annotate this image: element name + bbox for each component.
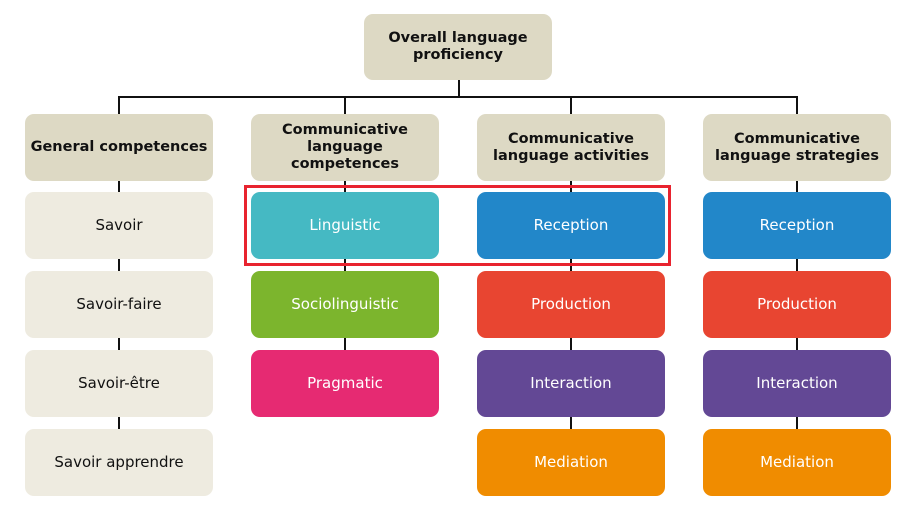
- header-line1: Communicative: [281, 122, 408, 138]
- node-strategies-mediation: Mediation: [703, 429, 891, 496]
- header-line2: language activities: [493, 147, 649, 164]
- header-communicative-language-strategies: Communicative language strategies: [703, 114, 891, 181]
- node-label: Savoir: [95, 216, 143, 234]
- connector-horizontal: [118, 96, 798, 98]
- node-linguistic: Linguistic: [251, 192, 439, 259]
- node-label: Mediation: [760, 453, 834, 471]
- node-label: Savoir-être: [78, 374, 160, 392]
- node-label: Interaction: [530, 374, 612, 392]
- node-label: Linguistic: [309, 216, 381, 234]
- node-label: Reception: [759, 216, 835, 234]
- node-strategies-production: Production: [703, 271, 891, 338]
- node-label: Production: [757, 295, 837, 313]
- header-communicative-language-competences: Communicative language competences: [251, 114, 439, 181]
- node-pragmatic: Pragmatic: [251, 350, 439, 417]
- connector-root: [458, 80, 460, 97]
- header-line2: language strategies: [715, 147, 879, 164]
- connector-col3: [570, 96, 572, 114]
- root-node: Overall language proficiency: [364, 14, 552, 80]
- header-label: General competences: [30, 139, 208, 155]
- node-activities-production: Production: [477, 271, 665, 338]
- header-line1: Communicative: [733, 130, 860, 147]
- connector-col1: [118, 96, 120, 114]
- node-savoir: Savoir: [25, 192, 213, 259]
- node-activities-interaction: Interaction: [477, 350, 665, 417]
- header-communicative-language-activities: Communicative language activities: [477, 114, 665, 181]
- node-label: Production: [531, 295, 611, 313]
- node-label: Interaction: [756, 374, 838, 392]
- node-label: Savoir-faire: [76, 295, 162, 313]
- node-strategies-reception: Reception: [703, 192, 891, 259]
- node-label: Sociolinguistic: [291, 295, 399, 313]
- header-line1: Communicative: [507, 130, 634, 147]
- connector-col2: [344, 96, 346, 114]
- node-label: Mediation: [534, 453, 608, 471]
- node-savoir-apprendre: Savoir apprendre: [25, 429, 213, 496]
- connector-col4: [796, 96, 798, 114]
- node-activities-mediation: Mediation: [477, 429, 665, 496]
- root-line1: Overall language: [388, 30, 528, 46]
- root-line2: proficiency: [412, 47, 503, 63]
- node-sociolinguistic: Sociolinguistic: [251, 271, 439, 338]
- node-savoir-etre: Savoir-être: [25, 350, 213, 417]
- header-general-competences: General competences: [25, 114, 213, 181]
- node-label: Reception: [533, 216, 609, 234]
- node-label: Pragmatic: [307, 374, 383, 392]
- node-activities-reception: Reception: [477, 192, 665, 259]
- header-line2: language competences: [290, 139, 400, 172]
- node-savoir-faire: Savoir-faire: [25, 271, 213, 338]
- node-strategies-interaction: Interaction: [703, 350, 891, 417]
- node-label: Savoir apprendre: [54, 453, 184, 471]
